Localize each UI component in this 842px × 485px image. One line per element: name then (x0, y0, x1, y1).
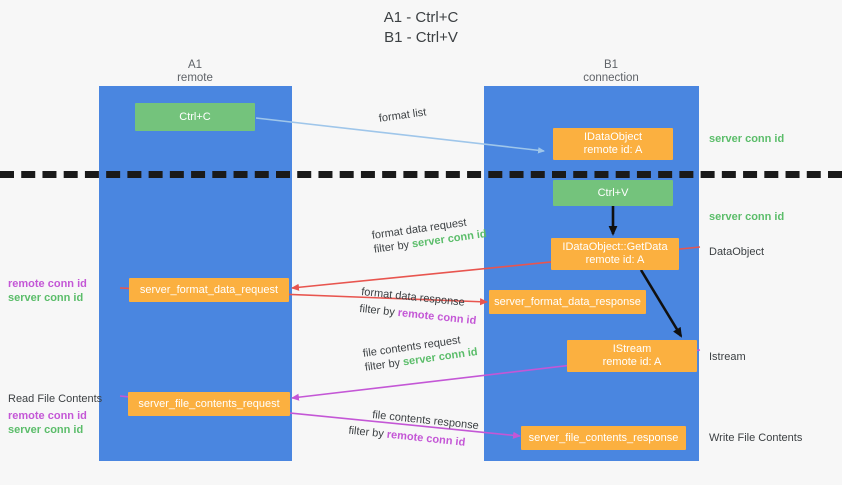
side-note-write-file-contents: Write File Contents (709, 431, 802, 445)
file-req-filter-prefix: filter by (364, 356, 404, 374)
file-res-filter-prefix: filter by (347, 424, 388, 441)
edge-label-format-data-request: format data request filter by server con… (371, 213, 488, 257)
side-note-right-server-second: server conn id (709, 210, 784, 224)
node-sfcreq-label: server_file_contents_request (138, 397, 280, 410)
side-note-read-file-contents: Read File Contents remote conn id server… (8, 392, 102, 437)
node-ctrl-v-label: Ctrl+V (597, 186, 629, 199)
edge-label-file-contents-response: file contents response filter by remote … (348, 408, 480, 451)
node-server-file-contents-request[interactable]: server_file_contents_request (128, 392, 290, 416)
right-server-conn-id-second: server conn id (709, 211, 785, 223)
node-ctrl-c-label: Ctrl+C (179, 110, 211, 123)
istream-label: Istream (709, 351, 746, 363)
lane-subtitle-b1: connection (583, 72, 639, 84)
lane-title-a1: A1 (187, 59, 203, 71)
node-sfdres-label: server_format_data_response (494, 295, 641, 308)
node-ctrl-c[interactable]: Ctrl+C (135, 103, 255, 131)
node-idataobject-getdata[interactable]: IDataObject::GetData remote id: A (551, 238, 679, 270)
lane-header-a1: A1 remote (125, 59, 265, 85)
lane-subtitle-a1: remote (177, 72, 213, 84)
fmt-req-filter-prefix: filter by (373, 238, 413, 256)
lane-header-b1: B1 connection (541, 59, 681, 85)
node-istream[interactable]: IStream remote id: A (567, 340, 697, 372)
edge-label-file-contents-request: file contents request filter by server c… (362, 331, 479, 375)
phase-divider (0, 171, 842, 178)
read-remote-conn-id: remote conn id (8, 410, 87, 422)
node-server-format-data-response[interactable]: server_format_data_response (489, 290, 646, 314)
node-getdata-title: IDataObject::GetData (562, 241, 668, 253)
fmt-res-filter-prefix: filter by (358, 302, 399, 319)
file-res-filter-token: remote conn id (386, 428, 466, 449)
node-server-file-contents-response[interactable]: server_file_contents_response (521, 426, 686, 450)
dataobject-label: DataObject (709, 246, 765, 258)
node-idataobject-remote[interactable]: IDataObject remote id: A (553, 128, 673, 160)
side-note-right-server-top: server conn id (709, 132, 784, 146)
node-istream-subtitle: remote id: A (602, 356, 662, 368)
node-istream-title: IStream (612, 343, 652, 355)
format-list-text: format list (378, 106, 428, 125)
node-idataobject-title: IDataObject (583, 131, 643, 143)
read-file-contents-title: Read File Contents (8, 393, 103, 405)
node-server-format-data-request[interactable]: server_format_data_request (129, 278, 289, 302)
side-note-left-middle: remote conn id server conn id (8, 277, 87, 305)
left-mid-server-conn-id: server conn id (8, 292, 84, 304)
read-server-conn-id: server conn id (8, 424, 84, 436)
node-ctrl-v[interactable]: Ctrl+V (553, 180, 673, 206)
left-mid-remote-conn-id: remote conn id (8, 278, 87, 290)
side-note-istream: Istream (709, 350, 746, 364)
write-file-contents-label: Write File Contents (709, 432, 803, 444)
page-title: A1 - Ctrl+C B1 - Ctrl+V (383, 9, 459, 46)
node-sfdreq-label: server_format_data_request (139, 283, 279, 296)
lane-title-b1: B1 (603, 59, 619, 71)
right-server-conn-id-top: server conn id (709, 133, 785, 145)
node-getdata-subtitle: remote id: A (585, 254, 645, 266)
side-note-dataobject: DataObject (709, 245, 764, 259)
node-idataobject-subtitle: remote id: A (583, 144, 643, 156)
edge-label-format-list: format list (378, 105, 427, 126)
node-sfcres-label: server_file_contents_response (528, 431, 679, 444)
edge-label-format-data-response: format data response filter by remote co… (359, 285, 479, 328)
